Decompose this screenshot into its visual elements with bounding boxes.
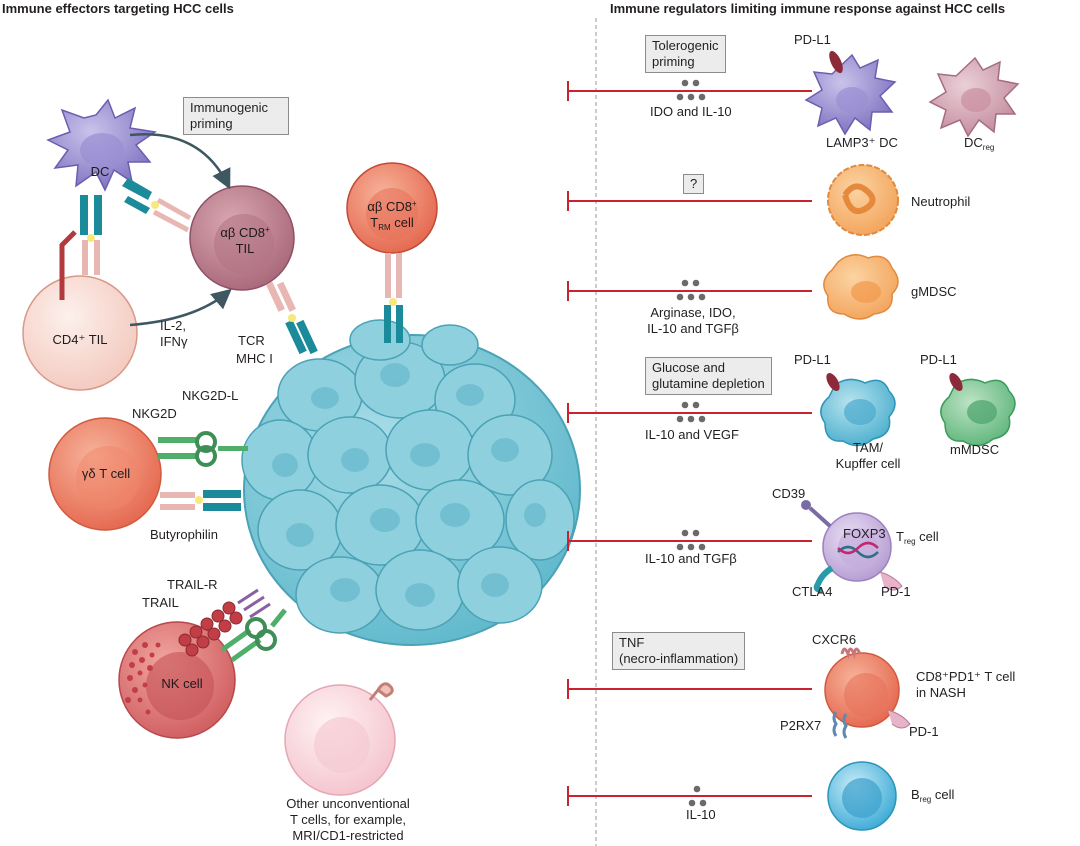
nk-cell-label: NK cell — [161, 676, 203, 691]
cd4-til-label: CD4⁺ TIL — [52, 332, 108, 347]
dc-cd8-synapse — [122, 178, 192, 233]
tnf-box: TNF (necro-inflammation) — [612, 632, 746, 670]
ido-il10-label: IDO and IL-10 — [650, 104, 732, 119]
tolerogenic-priming-box: Tolerogenic priming — [645, 35, 726, 73]
cytokine-dots — [676, 79, 707, 807]
trail-pair — [178, 588, 271, 657]
gmdsc-label: gMDSC — [911, 284, 957, 299]
dc-cell — [46, 98, 157, 192]
nkg2d-l-label: NKG2D-L — [182, 388, 239, 403]
il10-label: IL-10 — [686, 807, 716, 822]
priming-arrow — [129, 133, 231, 190]
cxcr6-label: CXCR6 — [812, 632, 857, 647]
tcr-mhc-cd8 — [265, 281, 318, 355]
immunogenic-priming-box: Immunogenic priming — [183, 97, 289, 135]
arginase-label: Arginase, IDO, IL-10 and TGFβ — [647, 305, 739, 336]
gmdsc-cell — [823, 254, 899, 320]
inhibition-lines — [567, 81, 812, 806]
nkg2d-label: NKG2D — [132, 406, 177, 421]
pdl1-label-2: PD-L1 — [794, 352, 831, 367]
tam-label: TAM/ Kupffer cell — [835, 440, 901, 471]
dc-reg-label: DCreg — [964, 135, 995, 152]
cd8-trm-label: αβ CD8+TRM cell — [367, 199, 417, 232]
gd-t-cell-label: γδ T cell — [81, 466, 131, 481]
cd39-label: CD39 — [772, 486, 806, 501]
nk-nkg2d-pair — [220, 608, 287, 663]
other-t-cell — [284, 682, 396, 796]
treg-cell — [801, 500, 903, 593]
breg-label: Breg cell — [911, 787, 955, 804]
dc-reg-cell — [928, 56, 1020, 138]
cd8-trm-cell — [346, 162, 438, 254]
cd8-til-cell — [189, 185, 295, 291]
cd8-til-label: αβ CD8+TIL — [220, 225, 270, 256]
butyrophilin-pair — [160, 490, 241, 511]
trail-label: TRAIL — [142, 595, 179, 610]
il10-tgfb-label: IL-10 and TGFβ — [645, 551, 737, 566]
butyrophilin-label: Butyrophilin — [150, 527, 218, 542]
neutrophil-cell — [827, 164, 899, 236]
lamp3-dc-label: LAMP3⁺ DC — [826, 135, 898, 150]
cd4-til-cell — [22, 275, 138, 391]
cd8pd1-label: CD8⁺PD1⁺ T cell in NASH — [916, 669, 1016, 700]
lamp3-dc-cell — [804, 50, 897, 136]
cd8-pd1-t-cell — [824, 647, 911, 739]
p2rx7-label: P2RX7 — [780, 718, 822, 733]
dc-label: DC — [90, 164, 110, 179]
il2-ifng-label: IL-2, IFNγ — [160, 318, 188, 349]
hcc-tumour-mass — [241, 319, 581, 646]
nkg2d-pair — [158, 431, 248, 467]
tcr-mhc-trm — [384, 253, 403, 343]
mmdsc-label: mMDSC — [950, 442, 1000, 457]
pd1-label-2: PD-1 — [909, 724, 939, 739]
tam-cell — [820, 372, 896, 447]
dc-cd4-synapse — [59, 195, 102, 300]
glucose-box: Glucose and glutamine depletion — [645, 357, 772, 395]
il10-vegf-label: IL-10 and VEGF — [645, 427, 739, 442]
ctla4-label: CTLA4 — [792, 584, 833, 599]
other-t-cells-label: Other unconventional T cells, for exampl… — [286, 796, 410, 843]
mhc-i-label: MHC I — [236, 351, 273, 366]
breg-cell — [827, 761, 897, 831]
trail-r-label: TRAIL-R — [167, 577, 218, 592]
tcr-label: TCR — [238, 333, 265, 348]
neutrophil-label: Neutrophil — [911, 194, 971, 209]
right-heading: Immune regulators limiting immune respon… — [610, 1, 1006, 16]
pdl1-label-3: PD-L1 — [920, 352, 957, 367]
question-box: ? — [683, 174, 705, 194]
pd1-label-1: PD-1 — [881, 584, 911, 599]
nk-cell — [118, 621, 236, 739]
foxp3-label: FOXP3 — [843, 526, 886, 541]
gd-t-cell — [48, 417, 162, 531]
left-heading: Immune effectors targeting HCC cells — [2, 1, 234, 16]
il2-arrow — [129, 288, 232, 327]
mmdsc-cell — [940, 372, 1016, 447]
treg-label: Treg cell — [896, 529, 939, 546]
pdl1-label-1: PD-L1 — [794, 32, 831, 47]
